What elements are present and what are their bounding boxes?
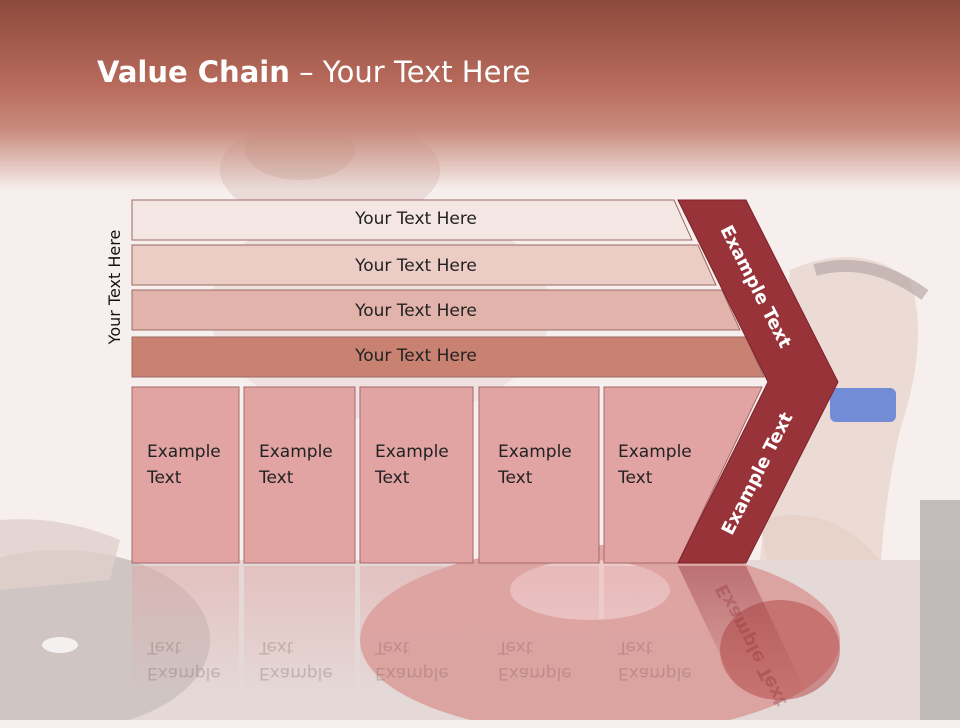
row-3-shape[interactable] <box>131 289 741 331</box>
column-4-label: Example Text <box>498 442 572 488</box>
column-5-label: Example Text <box>618 442 692 488</box>
slide-title[interactable]: Value Chain – Your Text Here <box>97 55 531 89</box>
row-1-shape[interactable] <box>131 199 693 241</box>
column-2-reflection <box>244 566 355 696</box>
column-1-shape[interactable] <box>131 386 240 564</box>
column-4-reflection <box>479 566 599 696</box>
column-3-shape[interactable] <box>359 386 474 564</box>
row-4-label: Your Text Here <box>355 346 477 366</box>
column-2-label-reflection: Example Text <box>259 637 333 683</box>
column-5-label-reflection: Example Text <box>618 637 692 683</box>
row-2-shape[interactable] <box>131 244 717 286</box>
chevron-reflection <box>678 566 808 696</box>
column-5-reflection <box>604 566 735 696</box>
column-3-reflection <box>360 566 473 696</box>
chevron-arrow[interactable] <box>677 199 839 564</box>
column-4-label-reflection: Example Text <box>498 637 572 683</box>
column-1-label: Example Text <box>147 442 221 488</box>
slide-title-rest: – Your Text Here <box>289 55 531 89</box>
column-2-label: Example Text <box>259 442 333 488</box>
row-4-shape[interactable] <box>131 336 765 378</box>
slide-title-bold: Value Chain <box>97 55 290 89</box>
title-banner <box>0 0 960 190</box>
column-3-label-reflection: Example Text <box>375 637 449 683</box>
row-2-label: Your Text Here <box>355 256 477 276</box>
column-1-label-reflection: Example Text <box>147 637 221 683</box>
column-1-reflection <box>132 566 239 696</box>
column-4-shape[interactable] <box>478 386 600 564</box>
column-2-shape[interactable] <box>243 386 356 564</box>
row-1-label: Your Text Here <box>355 209 477 229</box>
row-3-label: Your Text Here <box>355 301 477 321</box>
column-3-label: Example Text <box>375 442 449 488</box>
